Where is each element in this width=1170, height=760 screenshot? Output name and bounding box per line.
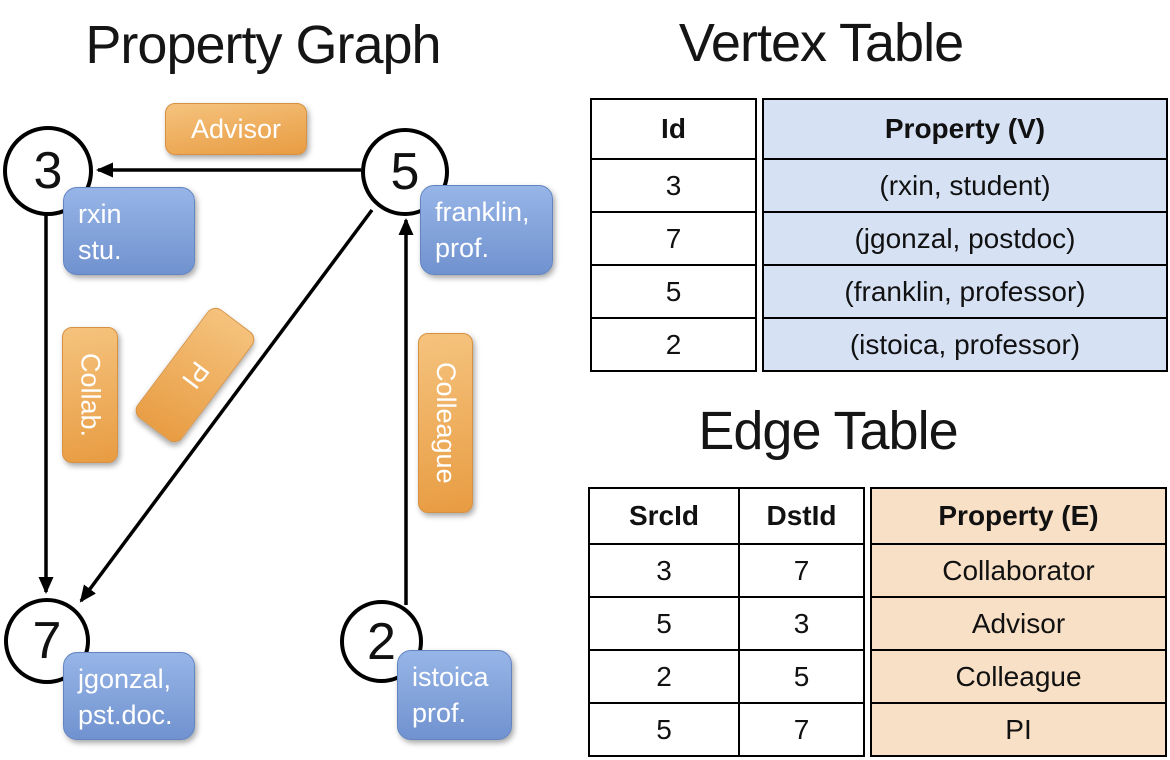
- table-cell: 3: [590, 543, 740, 596]
- vertex-label-jgonzal-line1: jgonzal,: [78, 664, 172, 694]
- table-cell: (franklin, professor): [764, 264, 1166, 317]
- table-cell: Colleague: [872, 649, 1165, 702]
- edge-table-dstid-header: DstId: [766, 500, 837, 531]
- vertex-node-3-id: 3: [33, 142, 63, 200]
- table-cell: (istoica, professor): [764, 317, 1166, 370]
- table-cell: 5: [592, 264, 755, 317]
- table-cell: 3: [592, 158, 755, 211]
- edge-table-title: Edge Table: [698, 401, 958, 461]
- graph-edges: [38, 162, 414, 605]
- vertex-label-jgonzal-line2: pst.doc.: [78, 700, 173, 730]
- table-cell: Advisor: [872, 596, 1165, 649]
- table-cell: 2: [590, 649, 740, 702]
- vertex-label-rxin-line2: stu.: [78, 235, 122, 265]
- edge-label-advisor-text: Advisor: [190, 113, 282, 144]
- property-graph-title: Property Graph: [85, 15, 441, 75]
- table-cell: 7: [740, 543, 863, 596]
- table-cell: PI: [872, 702, 1165, 755]
- edge-label-collab-text: Collab.: [75, 352, 106, 438]
- table-cell: 7: [740, 702, 863, 755]
- vertex-node-2: 2: [340, 600, 423, 683]
- edge-table-srcid-header: SrcId: [590, 489, 740, 543]
- edge-label-collab: Collab.: [62, 327, 118, 463]
- edge-table-id-columns: SrcId DstId 3 7 5 3 2 5 5 7: [588, 487, 865, 757]
- vertex-table-id-header: Id: [661, 113, 686, 144]
- vertex-node-7-id: 7: [32, 612, 62, 670]
- vertex-node-2-id: 2: [367, 612, 396, 671]
- table-cell: 2: [592, 317, 755, 370]
- vertex-node-5: 5: [361, 128, 449, 216]
- edge-label-pi-text: PI: [175, 356, 216, 395]
- vertex-node-5-id: 5: [390, 143, 420, 201]
- vertex-label-rxin: rxin stu.: [63, 187, 195, 275]
- table-cell: (rxin, student): [764, 158, 1166, 211]
- table-cell: 7: [592, 211, 755, 264]
- edge-label-colleague-text: Colleague: [431, 362, 461, 484]
- vertex-label-rxin-line1: rxin: [78, 199, 122, 229]
- table-cell: Collaborator: [872, 543, 1165, 596]
- edge-table-property-header: Property (E): [938, 500, 1099, 531]
- vertex-label-jgonzal: jgonzal, pst.doc.: [63, 652, 195, 740]
- table-cell: 5: [740, 649, 863, 702]
- table-cell: (jgonzal, postdoc): [764, 211, 1166, 264]
- vertex-table-property-header: Property (V): [884, 113, 1046, 144]
- vertex-label-istoica: istoica prof.: [397, 650, 512, 740]
- edge-label-advisor: Advisor: [165, 103, 307, 155]
- edge-table-property-column: Property (E) Collaborator Advisor Collea…: [870, 487, 1167, 757]
- vertex-label-istoica-line1: istoica: [412, 662, 489, 692]
- edge-label-colleague: Colleague: [418, 333, 473, 513]
- vertex-label-franklin: franklin, prof.: [420, 185, 553, 275]
- vertex-table-property-column: Property (V) (rxin, student) (jgonzal, p…: [762, 98, 1168, 372]
- vertex-table-title: Vertex Table: [678, 13, 964, 73]
- vertex-label-franklin-line2: prof.: [435, 233, 490, 263]
- vertex-label-franklin-line1: franklin,: [435, 197, 530, 227]
- vertex-table: Id 3 7 5 2 Property (V) (rxin, student) …: [590, 98, 1168, 372]
- vertex-table-id-column: Id 3 7 5 2: [590, 98, 757, 372]
- table-cell: 5: [590, 596, 740, 649]
- vertex-label-istoica-line2: prof.: [412, 698, 467, 728]
- table-cell: 5: [590, 702, 740, 755]
- edge-pi-5-7: [79, 208, 374, 603]
- edge-table: SrcId DstId 3 7 5 3 2 5 5 7 Property (E)…: [588, 487, 1167, 757]
- table-cell: 3: [740, 596, 863, 649]
